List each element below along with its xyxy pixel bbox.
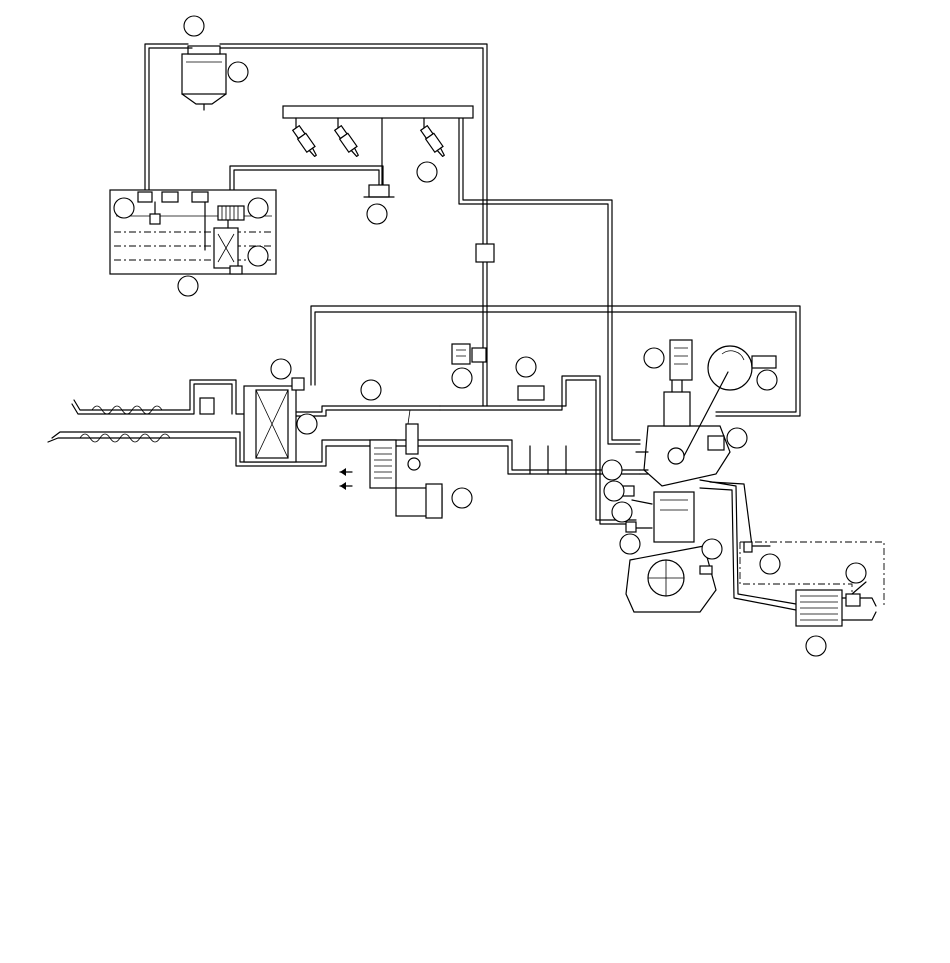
callout-9: [270, 358, 292, 380]
callout-circle: [177, 275, 199, 297]
callout-8: [416, 161, 438, 183]
callout-15: [643, 347, 665, 369]
callout-19: [611, 501, 633, 523]
callout-14: [451, 487, 473, 509]
callout-4: [247, 197, 269, 219]
callout-2: [227, 61, 249, 83]
air-cleaner: [243, 377, 441, 463]
callout-17: [726, 427, 748, 449]
callout-circle: [451, 367, 473, 389]
callout-circle: [247, 245, 269, 267]
resonator-duct: [71, 379, 245, 415]
callout-18: [603, 480, 625, 502]
callout-20: [619, 533, 641, 555]
callout-circle: [759, 553, 781, 575]
callout-22: [759, 553, 781, 575]
callout-3: [113, 197, 135, 219]
fuel-filter: [181, 45, 227, 111]
engine: [619, 339, 777, 613]
fuel-rail: [282, 105, 474, 186]
callout-circle: [611, 501, 633, 523]
callout-1: [183, 15, 205, 37]
callout-circle: [247, 197, 269, 219]
callout-circle: [270, 358, 292, 380]
throttle-body: [339, 409, 443, 519]
vacuum-lines: [310, 243, 801, 417]
callout-circle: [756, 369, 778, 391]
callout-circle: [183, 15, 205, 37]
callout-circle: [726, 427, 748, 449]
callout-circle: [845, 562, 867, 584]
callout-circle: [603, 480, 625, 502]
callout-circle: [360, 379, 382, 401]
callout-13: [515, 356, 537, 378]
fuel-injectors: [291, 124, 445, 198]
callout-21: [701, 538, 723, 560]
callout-circle: [451, 487, 473, 509]
callout-23: [845, 562, 867, 584]
callout-5: [247, 245, 269, 267]
vacuum-branches: [439, 375, 637, 525]
callout-circle: [416, 161, 438, 183]
callout-circle: [805, 635, 827, 657]
callout-circle: [296, 413, 318, 435]
callout-11: [360, 379, 382, 401]
callout-7: [366, 203, 388, 225]
callout-circle: [113, 197, 135, 219]
exhaust-system: [699, 479, 885, 627]
callout-circle: [619, 533, 641, 555]
callout-circle: [515, 356, 537, 378]
callout-circle: [701, 538, 723, 560]
intake-duct: [47, 431, 641, 475]
callout-25: [601, 459, 623, 481]
callout-24: [805, 635, 827, 657]
callout-6: [177, 275, 199, 297]
callout-circle: [601, 459, 623, 481]
purge-solenoid: [451, 343, 487, 365]
callout-16: [756, 369, 778, 391]
callout-circle: [643, 347, 665, 369]
callout-10: [296, 413, 318, 435]
callout-circle: [366, 203, 388, 225]
callout-12: [451, 367, 473, 389]
callout-circle: [227, 61, 249, 83]
